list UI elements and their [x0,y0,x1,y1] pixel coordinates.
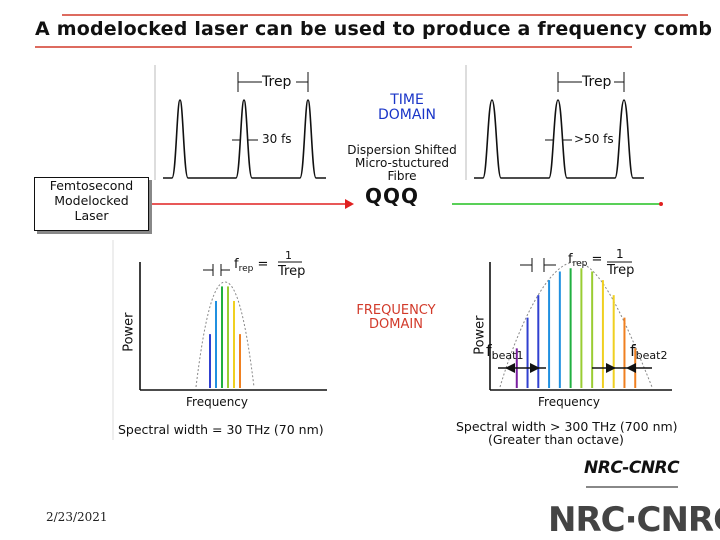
freq-right-caption-line1: Spectral width > 300 THz (700 nm) [456,419,678,434]
red-beam-arrowhead [345,199,354,209]
frequency-right-plot [489,258,672,391]
frep-left-eq: = [257,257,269,272]
trep-right-label: Trep [582,74,612,90]
time-domain-right-panel [465,65,644,180]
beat2-label: fbeat2 [630,342,667,362]
nrc-logo-large: NRC·CNRC [548,500,720,540]
laser-line1: Femtosecond [49,178,134,193]
fibre-label-line2: Micro-stuctured [355,156,449,170]
pulse-width-right-label: >50 fs [574,132,614,146]
fibre-label-line1: Dispersion Shifted [347,143,457,157]
fibre-label-line3: Fibre [387,169,417,183]
laser-line2: Modelocked [54,193,129,208]
freq-left-ylabel: Power [121,312,137,352]
pulse-width-left-label: 30 fs [262,132,292,146]
slide-date: 2/23/2021 [46,510,108,524]
comb-lines-right [515,268,637,388]
frequency-left-plot [112,240,327,440]
nrc-logo-small: NRC-CNRC [584,458,680,478]
comb-lines-left [209,286,241,388]
freq-left-xlabel: Frequency [186,395,248,409]
frequency-domain-label-line2: DOMAIN [369,317,423,332]
beat1-label: fbeat1 [486,342,523,362]
beat1-sub: beat1 [491,349,524,362]
laser-line3: Laser [74,208,109,223]
time-domain-label: TIME DOMAIN [364,93,450,123]
freq-left-caption: Spectral width = 30 THz (70 nm) [118,422,324,437]
beat1-f: f [486,341,492,360]
frep-left-sub: rep [238,264,254,274]
frep-right-numerator: 1 [616,247,624,261]
pulse-train-right [474,99,644,179]
frequency-domain-label-line1: FREQUENCY [356,303,436,318]
frep-right-denominator: Trep [607,263,635,278]
trep-left-label: Trep [262,74,292,90]
freq-right-xlabel: Frequency [538,395,600,409]
fibre-coil-icon: QQQ [365,184,420,208]
laser-box: Femtosecond Modelocked Laser [34,177,149,231]
time-domain-left-panel [154,65,326,180]
pulse-train-left [163,99,326,179]
fibre-label: Dispersion Shifted Micro-stuctured Fibre [340,144,464,183]
frep-right-sub: rep [572,259,588,269]
beat1-arrowhead-right [530,363,540,373]
freq-right-caption-line2: (Greater than octave) [488,432,624,447]
frep-left-numerator: 1 [285,249,292,262]
beat2-arrowhead-left [626,363,636,373]
freq-right-envelope [499,261,653,388]
frep-right-f: f [568,252,573,267]
slide-title: A modelocked laser can be used to produc… [35,18,713,40]
beat2-f: f [630,341,636,360]
frep-left-f: f [234,257,239,272]
frep-right-eq: = [591,252,603,267]
frep-left-label: frep = [234,257,269,275]
frep-right-label: frep = [568,252,603,270]
beat1-arrowhead-left [505,363,515,373]
beat2-arrowhead-right [606,363,616,373]
time-domain-label-line2: DOMAIN [377,107,437,123]
frequency-domain-label: FREQUENCY DOMAIN [346,304,446,332]
beam-end-dot [659,202,663,206]
beat2-sub: beat2 [635,349,668,362]
frep-left-denominator: Trep [278,264,306,279]
freq-left-envelope [195,281,255,388]
time-domain-label-line1: TIME [390,92,424,108]
